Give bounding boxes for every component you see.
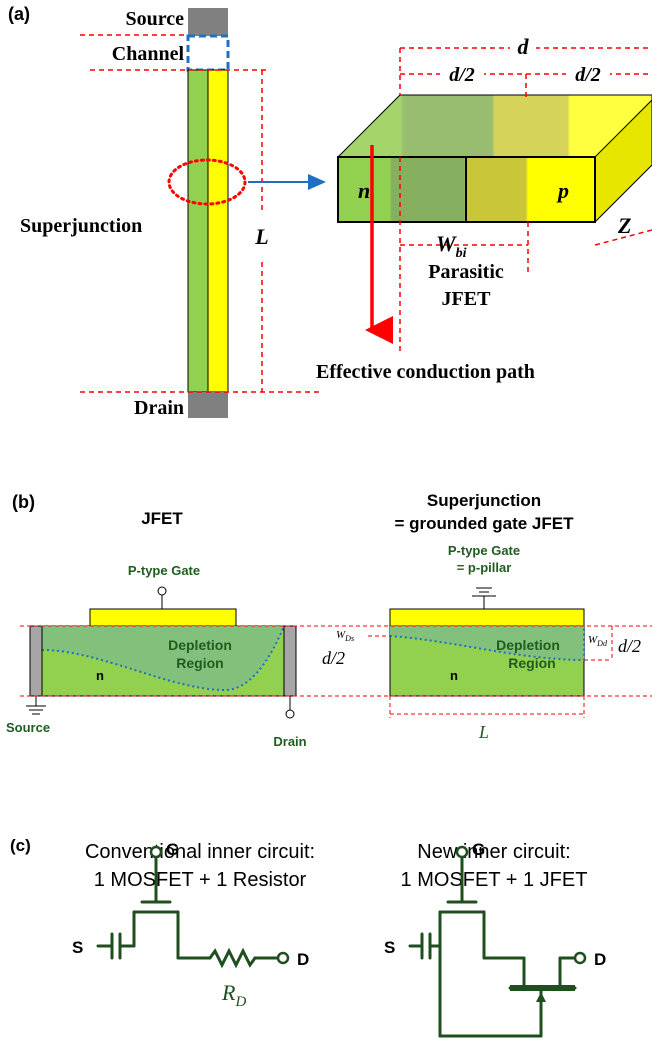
left-drain-contact [283, 625, 297, 697]
box-n-label: n [358, 178, 370, 203]
rd-label: RD [221, 980, 246, 1010]
conv-drain-terminal [276, 951, 290, 965]
conv-title-1: Conventional inner circuit: [85, 841, 315, 863]
left-depletion-boundary [41, 625, 285, 692]
panel-b-label: (b) [12, 492, 35, 512]
box-p-label: p [556, 178, 569, 203]
left-gate-terminal [157, 586, 167, 596]
channel-label: Channel [112, 43, 185, 65]
new-drain-terminal [573, 951, 587, 965]
new-gate-terminal [455, 845, 469, 859]
conv-s-label: S [72, 938, 83, 957]
right-length-label: L [478, 722, 489, 742]
conv-title-2: 1 MOSFET + 1 Resistor [94, 869, 307, 891]
right-depletion-label-2: Region [508, 655, 555, 671]
right-n-label: n [450, 668, 458, 683]
right-gate-label-1: P-type Gate [448, 543, 520, 558]
left-gate-label: P-type Gate [128, 563, 200, 578]
jfet-gate-arrow [536, 992, 546, 1002]
length-label: L [254, 224, 268, 249]
sj-title-line1: Superjunction [427, 491, 541, 510]
left-drain-label: Drain [273, 734, 306, 749]
length-guides [80, 34, 320, 393]
wdd-label: WDd [588, 634, 608, 648]
new-g-label: G [472, 840, 485, 859]
conduction-path-label: Effective conduction path [316, 361, 535, 383]
left-d-half-label: d/2 [322, 648, 345, 668]
jfet-title: JFET [141, 509, 183, 528]
drain-contact [188, 392, 228, 418]
d-half-left-label: d/2 [449, 64, 475, 86]
right-gate-electrode [389, 608, 585, 627]
d-half-right-bg [566, 64, 610, 86]
left-source-ground [26, 696, 46, 715]
new-title-1: New inner circuit: [417, 841, 570, 863]
right-gate-label-2: = p-pillar [457, 560, 512, 575]
left-source-label: Source [6, 720, 50, 735]
panel-a: (a) Source Channel Superjunction Drain L… [8, 4, 652, 419]
right-d-half-label: d/2 [618, 636, 641, 656]
left-n-label: n [96, 668, 104, 683]
zoom-ellipse [167, 158, 247, 206]
d-label: d [518, 34, 530, 59]
n-pillar [187, 69, 209, 393]
parasitic-label: Parasitic [428, 261, 504, 283]
new-title-2: 1 MOSFET + 1 JFET [401, 869, 588, 891]
left-gate-electrode [89, 608, 237, 627]
wds-label: WDs [336, 629, 354, 643]
superjunction-label: Superjunction [20, 215, 142, 237]
p-pillar [207, 69, 229, 393]
source-contact [188, 8, 228, 38]
z-label: Z [617, 213, 631, 238]
new-d-label: D [594, 950, 606, 969]
d-half-left-bg [440, 64, 484, 86]
panel-a-label: (a) [8, 4, 30, 24]
left-depletion-label-1: Depletion [168, 637, 232, 653]
left-depletion-label-2: Region [176, 655, 223, 671]
panel-c: (c) Conventional inner circuit: 1 MOSFET… [10, 836, 606, 1038]
drain-label: Drain [134, 397, 184, 419]
panel-b: (b) JFET Superjunction = grounded gate J… [6, 491, 652, 749]
new-s-label: S [384, 938, 395, 957]
wbi-label: Wbi [436, 231, 467, 261]
panel-b-guides [20, 625, 652, 718]
right-depletion-region [390, 626, 584, 660]
conventional-circuit [96, 856, 280, 969]
left-drain-terminal [285, 709, 295, 719]
left-source-contact [29, 625, 43, 697]
conv-g-label: G [166, 840, 179, 859]
conv-d-label: D [297, 950, 309, 969]
source-label: Source [125, 8, 184, 30]
panel-c-label: (c) [10, 836, 31, 855]
conv-gate-terminal [149, 845, 163, 859]
right-depletion-label-1: Depletion [496, 637, 560, 653]
channel-box [186, 34, 230, 72]
d-half-right-label: d/2 [575, 64, 601, 86]
jfet-label: JFET [442, 288, 492, 310]
right-gate-ground [472, 587, 496, 609]
sj-title-line2: = grounded gate JFET [395, 514, 575, 533]
d-label-bg [510, 36, 536, 60]
left-depletion-region [42, 626, 284, 690]
